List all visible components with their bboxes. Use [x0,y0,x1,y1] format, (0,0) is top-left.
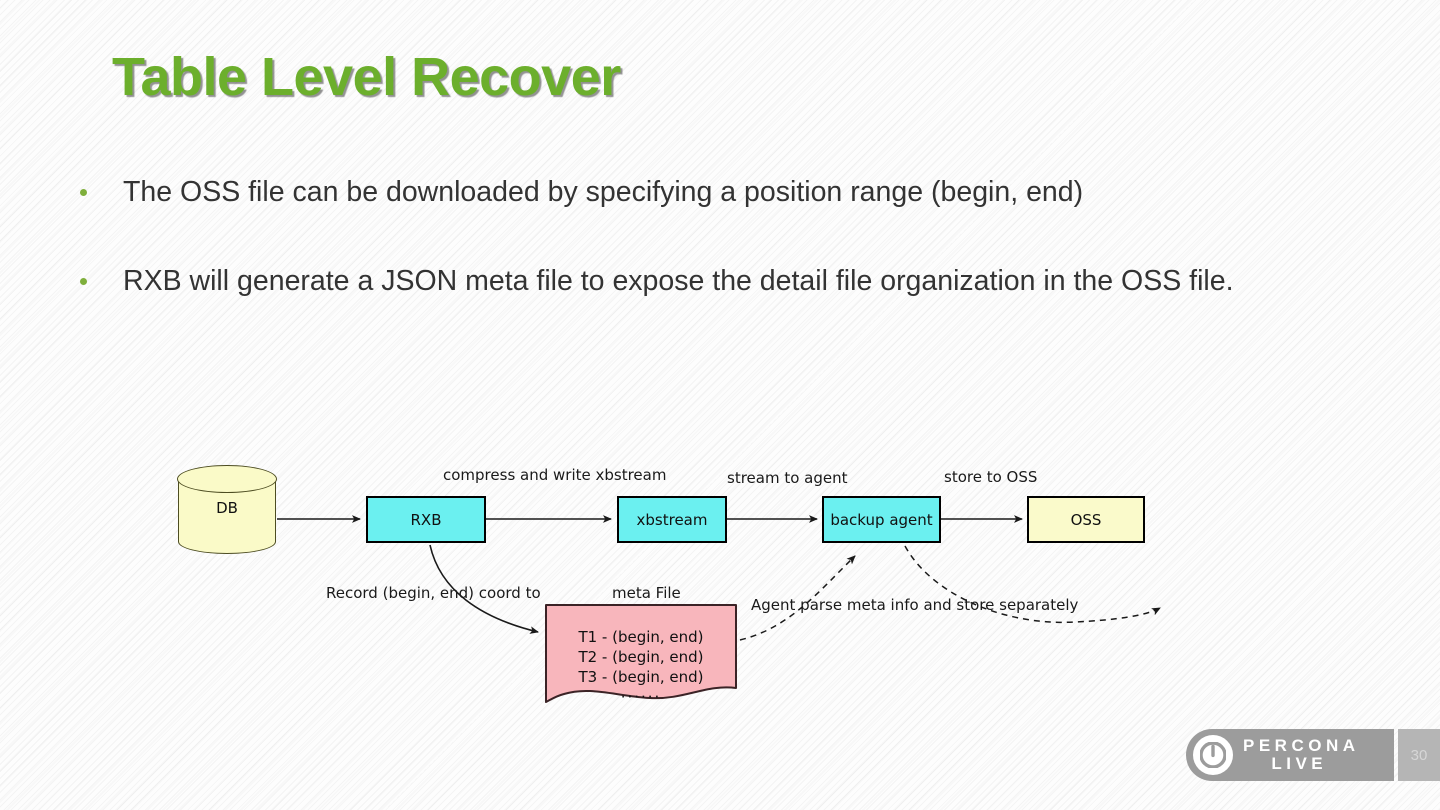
power-icon [1193,735,1233,775]
logo-word-live: LIVE [1271,754,1328,773]
label-agent-parse: Agent parse meta info and store separate… [751,596,1079,614]
bullet-item-1: The OSS file can be downloaded by specif… [80,172,1370,214]
label-rxb-to-meta: Record (begin, end) coord to [326,584,541,602]
logo-word-percona: PERCONA [1243,736,1360,756]
node-xbstream-label: xbstream [636,510,708,529]
footer-logo: PERCONA LIVE 30 [1186,729,1440,781]
db-cylinder-top [177,465,277,494]
node-xbstream: xbstream [617,496,727,543]
label-xbstream-to-agent: stream to agent [727,469,848,487]
node-oss-label: OSS [1070,510,1102,529]
node-backup-agent: backup agent [822,496,941,543]
label-meta-file-title: meta File [612,584,681,602]
node-db: DB [177,465,277,554]
meta-file-line-1: T1 - (begin, end) [578,628,704,646]
meta-file-ellipsis: ······ [620,688,662,706]
bullet-dot-icon [80,189,87,196]
label-agent-to-oss: store to OSS [944,468,1038,486]
node-rxb: RXB [366,496,486,543]
bullet-text-1: The OSS file can be downloaded by specif… [123,176,1084,208]
node-oss: OSS [1027,496,1145,543]
node-backup-agent-label: backup agent [830,510,933,529]
node-rxb-label: RXB [410,510,442,529]
percona-live-logo: PERCONA LIVE [1186,729,1394,781]
label-rxb-to-xbstream: compress and write xbstream [443,466,667,484]
node-db-label: DB [216,499,238,518]
node-meta-file: T1 - (begin, end) T2 - (begin, end) T3 -… [546,605,736,707]
logo-wordmark: PERCONA LIVE [1243,737,1360,773]
meta-file-lines: T1 - (begin, end) T2 - (begin, end) T3 -… [546,627,736,707]
page-title: Table Level Recover [112,47,621,107]
page-number: 30 [1398,729,1440,781]
bullet-text-2: RXB will generate a JSON meta file to ex… [123,265,1234,297]
meta-file-line-3: T3 - (begin, end) [578,668,704,686]
meta-file-line-2: T2 - (begin, end) [578,648,704,666]
bullet-dot-icon [80,278,87,285]
bullet-item-2: RXB will generate a JSON meta file to ex… [80,261,1370,303]
